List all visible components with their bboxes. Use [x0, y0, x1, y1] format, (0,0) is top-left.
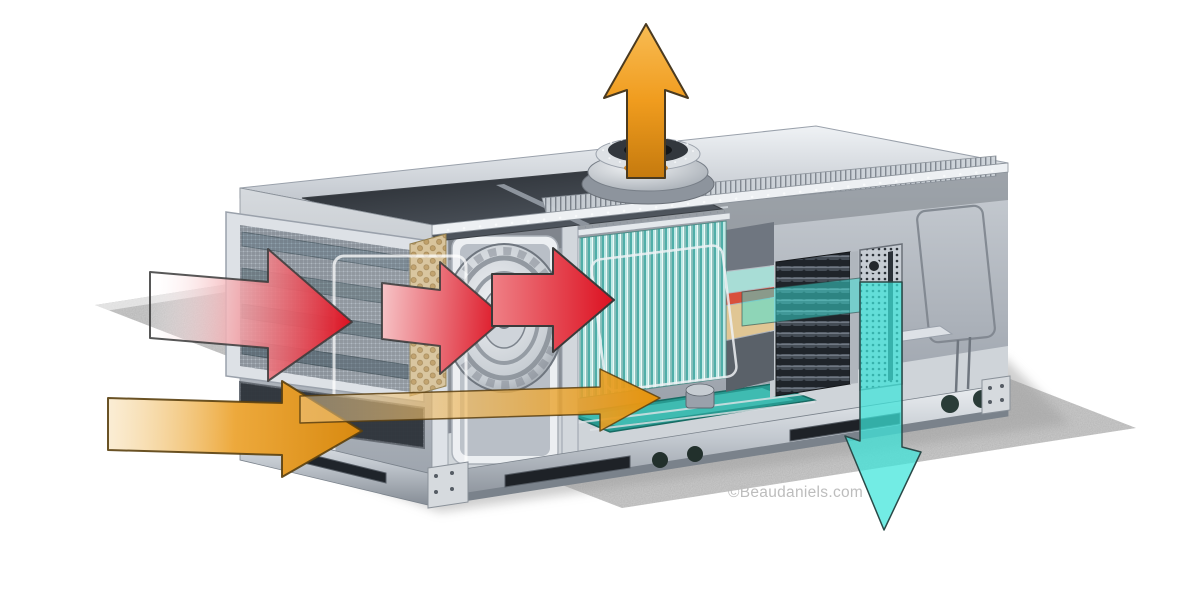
condenser-coil [770, 251, 858, 398]
access-door-outline [916, 204, 996, 344]
forklift-slot-front-1 [504, 455, 631, 488]
exhaust-air-up-arrow [603, 23, 689, 179]
lifting-hole [652, 452, 668, 468]
return-air-left-arrow [107, 380, 363, 478]
return-air-base-arrow [299, 368, 661, 432]
corner-bracket-left [427, 461, 469, 509]
supply-air-down-arrow [741, 277, 922, 531]
sight-glass [867, 259, 881, 273]
lifting-hole [941, 395, 959, 413]
filtered-air-arrow [381, 261, 506, 375]
outdoor-air-inlet-arrow [149, 248, 353, 382]
supply-air-through-coil-arrow [491, 247, 615, 353]
lifting-hole [687, 446, 703, 462]
coil-wire-grille [590, 244, 738, 392]
refrigerant-pipes [954, 336, 972, 393]
fan-bolt-ring [602, 136, 694, 166]
watermark-text: ©Beaudaniels.com [728, 484, 863, 501]
corner-bracket-right [981, 375, 1011, 415]
roof-rivets [446, 168, 1002, 232]
